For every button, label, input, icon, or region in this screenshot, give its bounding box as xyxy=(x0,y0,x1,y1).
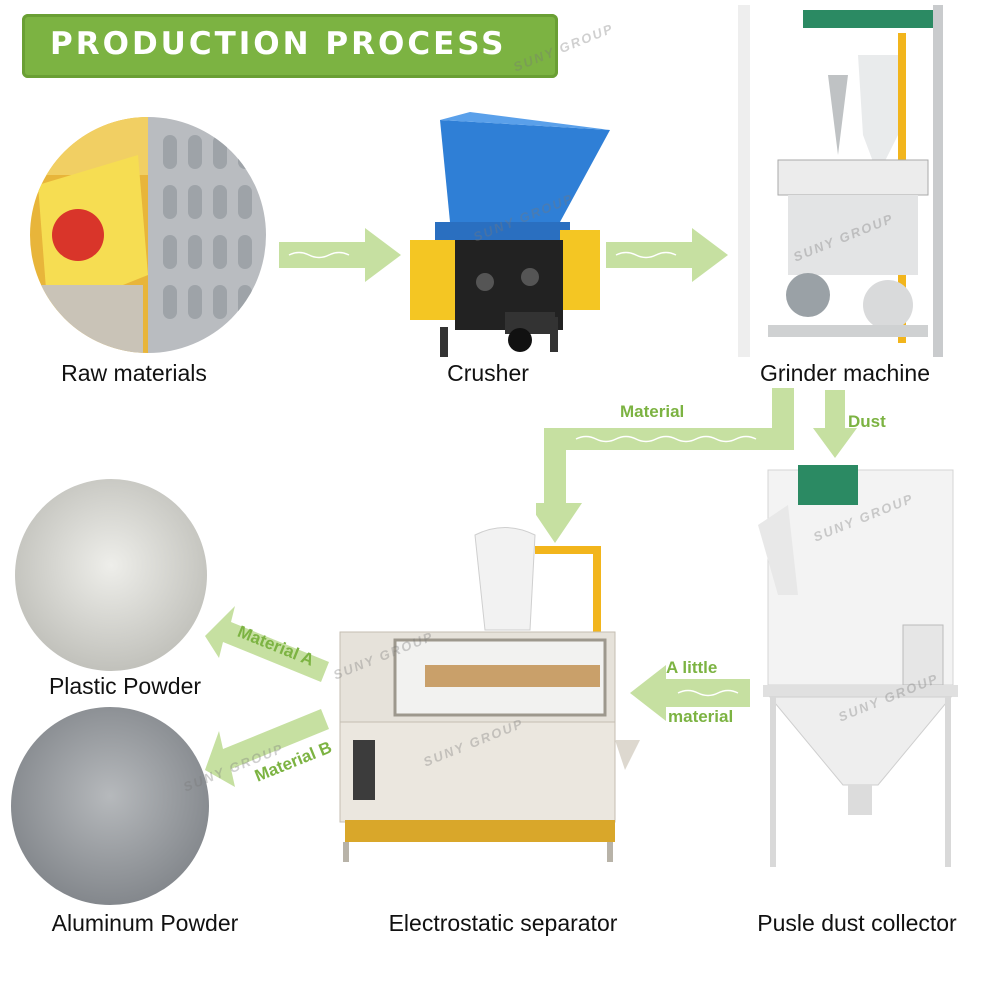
title-banner: PRODUCTION PROCESS xyxy=(22,14,558,78)
plastic-powder-image xyxy=(15,479,207,671)
label-plastic-powder: Plastic Powder xyxy=(48,673,202,699)
label-pusle-dust-collector: Pusle dust collector xyxy=(757,910,957,936)
arrow-to-plastic-powder xyxy=(205,606,329,682)
grinder-machine-image xyxy=(738,5,943,357)
flow-label-a-little: A little xyxy=(666,658,718,677)
label-crusher: Crusher xyxy=(447,360,529,386)
label-electrostatic-separator: Electrostatic separator xyxy=(388,910,618,936)
label-grinder-machine: Grinder machine xyxy=(759,360,931,386)
arrow-dust-to-separator xyxy=(630,665,750,721)
label-raw-materials: Raw materials xyxy=(61,360,207,386)
arrow-grinder-to-dust-collector xyxy=(813,390,857,458)
arrow-grinder-to-separator xyxy=(536,388,794,543)
flow-label-dust: Dust xyxy=(848,412,886,431)
flow-label-material-lower: material xyxy=(668,707,734,726)
label-aluminum-powder: Aluminum Powder xyxy=(51,910,239,936)
raw-materials-image xyxy=(30,117,266,353)
aluminum-powder-image xyxy=(11,707,209,905)
arrow-crusher-to-grinder xyxy=(606,228,728,282)
dust-collector-image xyxy=(758,465,958,867)
electrostatic-separator-image xyxy=(339,527,640,862)
arrow-raw-to-crusher xyxy=(279,228,401,282)
flow-label-material: Material xyxy=(620,402,685,421)
page-title: PRODUCTION PROCESS xyxy=(50,26,507,62)
crusher-machine-image xyxy=(410,112,610,357)
arrow-to-aluminum-powder xyxy=(205,709,329,787)
